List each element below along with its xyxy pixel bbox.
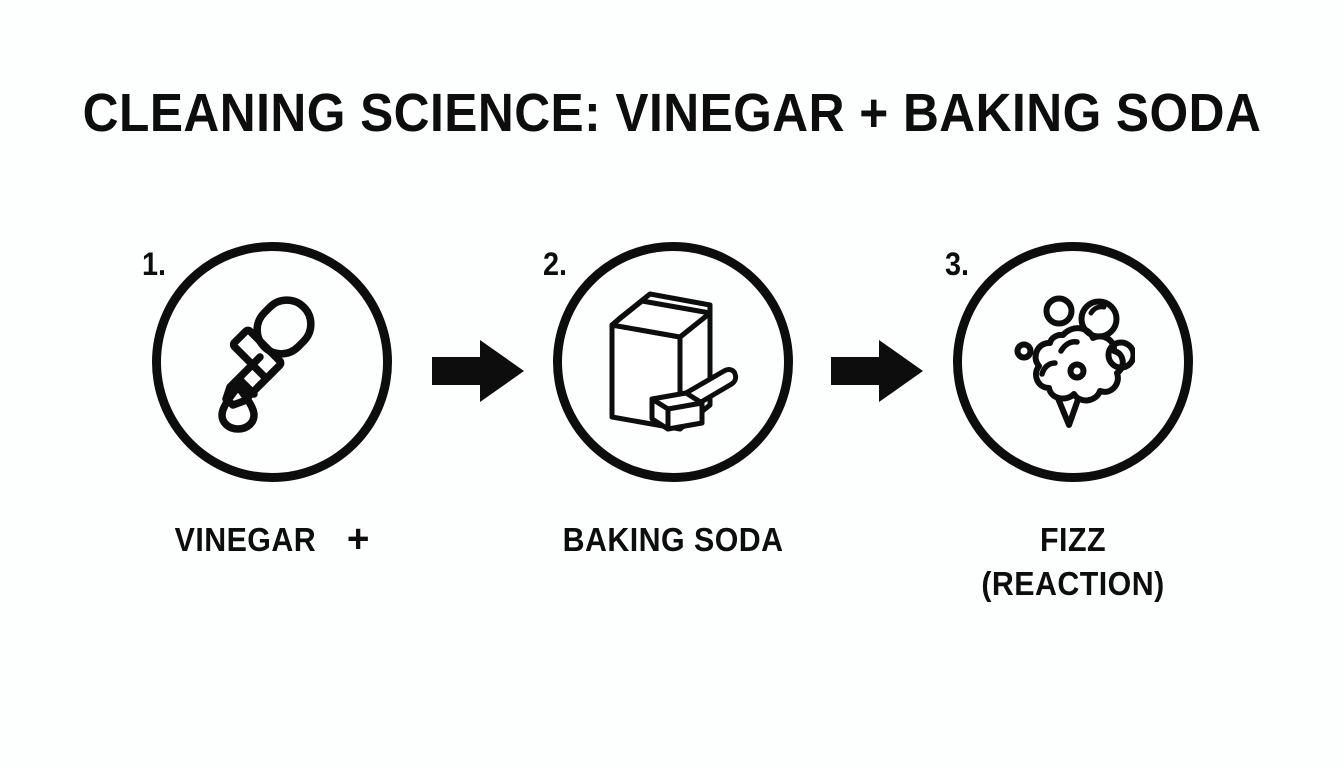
steps-row: 1. bbox=[0, 242, 1344, 502]
step-2-caption: BAKING SODA bbox=[563, 518, 784, 562]
step-1-caption-label: VINEGAR bbox=[174, 521, 317, 558]
step-2-caption-label: BAKING SODA bbox=[562, 521, 784, 558]
step-3-circle bbox=[953, 242, 1193, 482]
plus-sign: + bbox=[346, 517, 370, 561]
step-3-caption-label: FIZZ bbox=[1040, 521, 1106, 558]
step-3: 3. bbox=[945, 242, 1193, 482]
baking-soda-box-icon bbox=[598, 289, 748, 435]
fizz-bubbles-icon bbox=[1011, 295, 1135, 429]
arrow-right-icon-1 bbox=[432, 338, 524, 404]
step-1-number: 1. bbox=[142, 246, 167, 282]
step-3-caption: FIZZ (REACTION) bbox=[963, 518, 1184, 606]
step-1-caption-row: VINEGAR + bbox=[175, 518, 370, 562]
step-2-circle bbox=[553, 242, 793, 482]
step-1-caption: VINEGAR + bbox=[162, 518, 383, 562]
step-2-number: 2. bbox=[543, 246, 568, 282]
step-1-circle bbox=[152, 242, 392, 482]
step-3-number: 3. bbox=[945, 246, 970, 282]
step-2: 2. bbox=[543, 242, 793, 482]
step-1: 1. bbox=[142, 242, 392, 482]
page-title: CLEANING SCIENCE: VINEGAR + BAKING SODA bbox=[82, 83, 1262, 143]
arrow-right-icon-2 bbox=[831, 338, 923, 404]
step-3-caption-sublabel: (REACTION) bbox=[981, 565, 1165, 602]
dropper-icon bbox=[214, 287, 330, 437]
